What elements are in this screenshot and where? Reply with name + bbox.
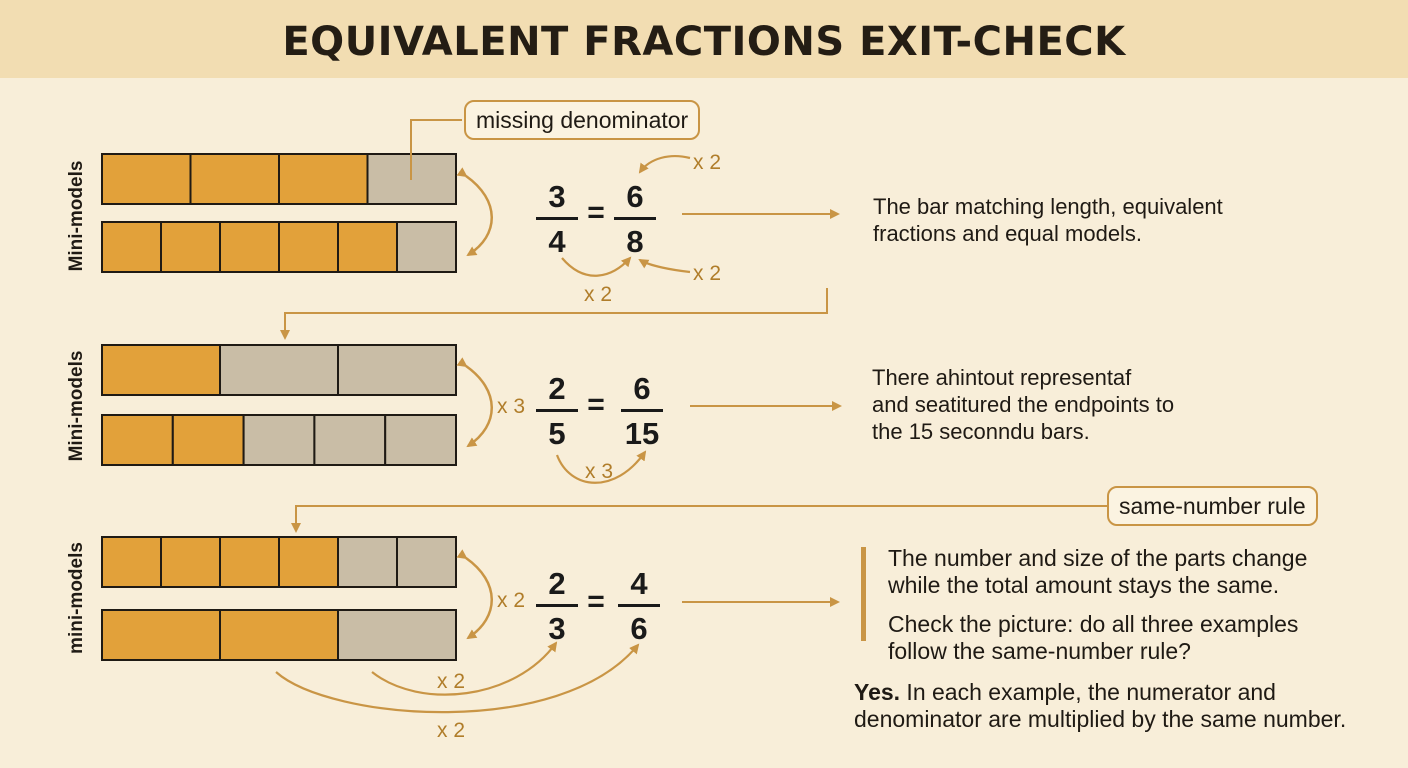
title-banner bbox=[0, 0, 1408, 78]
shaded-part-row3-bar2 bbox=[101, 609, 221, 661]
row3-multiplier-side: x 2 bbox=[497, 589, 526, 612]
shaded-part-row2-bar2 bbox=[171, 414, 245, 466]
bar-link-arrow-row2 bbox=[456, 357, 493, 448]
shaded-part-row3-bar1 bbox=[160, 536, 221, 588]
row1-left-fraction: 3 4 bbox=[532, 181, 582, 257]
fraction-bars bbox=[101, 153, 458, 661]
bar-link-arrow-row3 bbox=[456, 549, 493, 640]
row2-multiplier-bottom: x 3 bbox=[585, 460, 614, 483]
row2-note: There ahintout representaf and seatiture… bbox=[872, 364, 1352, 445]
arrow-bottom-multiplier-row1 bbox=[561, 256, 632, 277]
unshaded-part-row2-bar1 bbox=[219, 344, 339, 396]
row1-right-denominator: 8 bbox=[626, 224, 644, 259]
answer-text: Yes. In each example, the numerator and bbox=[854, 679, 1388, 706]
fraction-bar bbox=[618, 604, 660, 607]
shaded-part-row3-bar1 bbox=[278, 536, 339, 588]
fraction-bar bbox=[536, 409, 578, 412]
row3-note-line: Check the picture: do all three examples bbox=[888, 611, 1299, 637]
row3-equals-sign: = bbox=[587, 585, 605, 618]
row3-right-fraction: 4 6 bbox=[614, 568, 664, 644]
row3-side-label: mini-models bbox=[66, 542, 87, 654]
shaded-part-row2-bar1 bbox=[101, 344, 221, 396]
row3-right-denominator: 6 bbox=[630, 611, 648, 646]
row2-right-fraction: 6 15 bbox=[617, 373, 667, 449]
row2-multiplier-side: x 3 bbox=[497, 395, 526, 418]
row1-right-numerator: 6 bbox=[626, 179, 644, 214]
shaded-part-row1-bar2 bbox=[337, 221, 398, 273]
shaded-part-row1-bar1 bbox=[189, 153, 280, 205]
row3-left-denominator: 3 bbox=[548, 611, 566, 646]
row2-left-fraction: 2 5 bbox=[532, 373, 582, 449]
row1-multiplier-top: x 2 bbox=[693, 151, 722, 174]
row2-equals-sign: = bbox=[587, 388, 605, 421]
row1-note: The bar matching length, equivalent frac… bbox=[873, 193, 1353, 247]
shaded-part-row1-bar2 bbox=[160, 221, 221, 273]
row3-multiplier-bottom-inner: x 2 bbox=[437, 670, 466, 693]
row1-multiplier-bottom: x 2 bbox=[584, 283, 613, 306]
row3-multiplier-bottom-outer: x 2 bbox=[437, 719, 466, 742]
arrow-bottom-right-multiplier-row1 bbox=[638, 258, 691, 274]
row1-equals-sign: = bbox=[587, 196, 605, 229]
shaded-part-row3-bar1 bbox=[101, 536, 162, 588]
shaded-part-row2-bar2 bbox=[101, 414, 174, 466]
answer-yes: Yes. bbox=[854, 679, 901, 705]
arrow-inner-multiplier-row3 bbox=[371, 641, 558, 696]
row1-note-line: The bar matching length, equivalent bbox=[873, 194, 1223, 219]
row1-side-label: Mini-models bbox=[66, 160, 87, 272]
same-number-rule-callout: same-number rule bbox=[1107, 486, 1318, 526]
bar-link-arrow-row1 bbox=[456, 167, 493, 257]
page-title: EQUIVALENT FRACTIONS EXIT-CHECK bbox=[282, 19, 1126, 65]
row1-note-line: fractions and equal models. bbox=[873, 221, 1143, 246]
unshaded-part-row3-bar1 bbox=[337, 536, 398, 588]
row2-note-line: the 15 seconndu bars. bbox=[872, 419, 1090, 444]
missing-denominator-callout: missing denominator bbox=[464, 100, 701, 140]
arrow-outer-multiplier-row3 bbox=[275, 643, 640, 714]
unshaded-part-row2-bar2 bbox=[384, 414, 458, 466]
row2-left-numerator: 2 bbox=[548, 371, 566, 406]
unshaded-part-row2-bar2 bbox=[242, 414, 316, 466]
unshaded-part-row2-bar2 bbox=[313, 414, 387, 466]
shaded-part-row1-bar2 bbox=[219, 221, 280, 273]
answer-line2: denominator are multiplied by the same n… bbox=[854, 706, 1347, 732]
shaded-part-row1-bar2 bbox=[101, 221, 162, 273]
row1-multiplier-bottom-right: x 2 bbox=[693, 262, 722, 285]
callout-leader-missing-denominator bbox=[410, 119, 462, 180]
answer-rest: In each example, the numerator and bbox=[900, 679, 1276, 705]
shaded-part-row3-bar1 bbox=[219, 536, 280, 588]
shaded-part-row1-bar1 bbox=[278, 153, 369, 205]
shaded-part-row1-bar2 bbox=[278, 221, 339, 273]
connector-rule-to-row3 bbox=[291, 505, 1107, 533]
row2-side-label: Mini-models bbox=[66, 350, 87, 462]
row3-right-numerator: 4 bbox=[630, 566, 648, 601]
fraction-bar bbox=[621, 409, 663, 412]
row3-note: The number and size of the parts change … bbox=[854, 545, 1388, 733]
row1-left-denominator: 4 bbox=[548, 224, 566, 259]
unshaded-part-row3-bar2 bbox=[337, 609, 457, 661]
note-accent-bar bbox=[861, 547, 866, 641]
row1-left-numerator: 3 bbox=[548, 179, 566, 214]
row3-left-numerator: 2 bbox=[548, 566, 566, 601]
fraction-bar bbox=[614, 217, 656, 220]
row2-left-denominator: 5 bbox=[548, 416, 566, 451]
fraction-bar bbox=[536, 217, 578, 220]
unshaded-part-row3-bar1 bbox=[396, 536, 457, 588]
unshaded-part-row2-bar1 bbox=[337, 344, 457, 396]
arrow-top-multiplier-row1 bbox=[638, 155, 691, 174]
row3-note-line: follow the same-number rule? bbox=[888, 638, 1191, 664]
arrow-bottom-multiplier-row2 bbox=[555, 450, 647, 484]
row1-right-fraction: 6 8 bbox=[610, 181, 660, 257]
row3-note-line: while the total amount stays the same. bbox=[888, 572, 1280, 598]
row2-right-denominator: 15 bbox=[624, 416, 660, 451]
fraction-bar bbox=[536, 604, 578, 607]
row2-note-line: There ahintout representaf bbox=[872, 365, 1132, 390]
unshaded-part-row1-bar2 bbox=[396, 221, 457, 273]
row2-note-line: and seatitured the endpoints to bbox=[872, 392, 1175, 417]
row2-right-numerator: 6 bbox=[633, 371, 651, 406]
row3-left-fraction: 2 3 bbox=[532, 568, 582, 644]
shaded-part-row1-bar1 bbox=[101, 153, 192, 205]
shaded-part-row3-bar2 bbox=[219, 609, 339, 661]
connector-row1-to-row2 bbox=[280, 288, 828, 340]
row3-note-line: The number and size of the parts change bbox=[888, 545, 1308, 571]
